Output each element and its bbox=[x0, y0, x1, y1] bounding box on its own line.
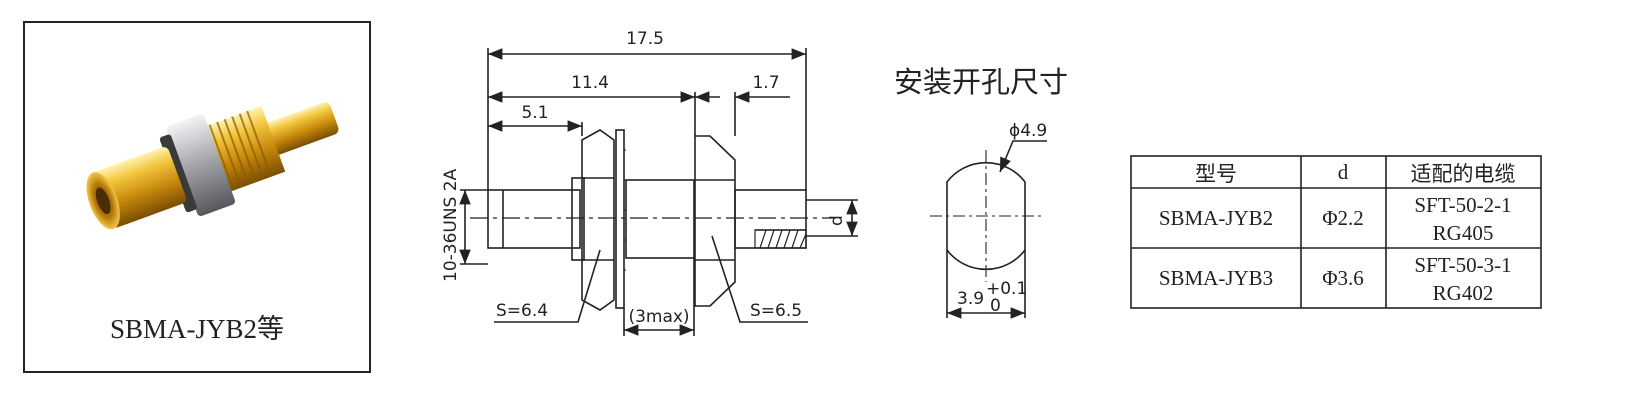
leader-s64 bbox=[494, 249, 601, 323]
label-length-c: 5.1 bbox=[521, 103, 548, 123]
label-overall-length: 17.5 bbox=[626, 29, 664, 49]
leader-s65 bbox=[711, 235, 808, 323]
mounting-hole-title: 安装开孔尺寸 bbox=[894, 65, 1068, 99]
drawing-labels: 17.5 11.4 1.7 5.1 10-36UNS 2A d S=6.4 S=… bbox=[441, 29, 847, 327]
model-caption: SBMA-JYB2等 bbox=[110, 314, 284, 344]
hex-nut-outline bbox=[581, 129, 615, 311]
threaded-body-outline bbox=[625, 179, 695, 259]
hex-nut bbox=[166, 114, 235, 216]
mounting-hole-panel: 安装开孔尺寸 ϕ4.9 3.9 +0.1 0 bbox=[894, 65, 1068, 319]
row2-cable-2: RG402 bbox=[1433, 281, 1494, 305]
label-thread: 10-36UNS 2A bbox=[441, 168, 461, 282]
label-hex-body: S=6.5 bbox=[750, 301, 802, 321]
label-d: d bbox=[827, 215, 847, 226]
row2-model: SBMA-JYB3 bbox=[1159, 266, 1273, 290]
label-length-a: 11.4 bbox=[571, 73, 609, 93]
leader-phi bbox=[999, 140, 1047, 173]
row2-cable-1: SFT-50-3-1 bbox=[1414, 253, 1511, 277]
hex-body-outline bbox=[694, 135, 736, 307]
label-panel-max: (3max) bbox=[628, 307, 689, 327]
row2-d: Φ3.6 bbox=[1322, 266, 1364, 290]
label-width: 3.9 bbox=[957, 289, 984, 309]
label-phi: ϕ4.9 bbox=[1009, 121, 1047, 141]
table-frame bbox=[1130, 155, 1542, 309]
row1-cable-1: SFT-50-2-1 bbox=[1414, 193, 1511, 217]
row1-d: Φ2.2 bbox=[1322, 206, 1364, 230]
header-d: d bbox=[1338, 160, 1349, 184]
spec-table: 型号 d 适配的电缆 SBMA-JYB2 Φ2.2 SFT-50-2-1 RG4… bbox=[1130, 155, 1542, 309]
front-barrel-outline bbox=[487, 189, 581, 249]
label-hex-nut: S=6.4 bbox=[496, 301, 548, 321]
label-tol-plus: +0.1 bbox=[986, 279, 1027, 299]
label-length-b: 1.7 bbox=[752, 73, 779, 93]
panel-washer bbox=[615, 129, 625, 309]
hatch-section bbox=[754, 229, 807, 249]
rear-pin bbox=[262, 102, 339, 156]
header-model: 型号 bbox=[1195, 162, 1237, 186]
product-photo-panel: SBMA-JYB2等 bbox=[23, 21, 371, 373]
connector-photo bbox=[86, 102, 339, 230]
connector-drawing bbox=[459, 48, 858, 336]
row1-model: SBMA-JYB2 bbox=[1159, 206, 1273, 230]
header-cable: 适配的电缆 bbox=[1411, 162, 1516, 186]
label-tol-zero: 0 bbox=[990, 296, 1001, 316]
row1-cable-2: RG405 bbox=[1433, 221, 1494, 245]
